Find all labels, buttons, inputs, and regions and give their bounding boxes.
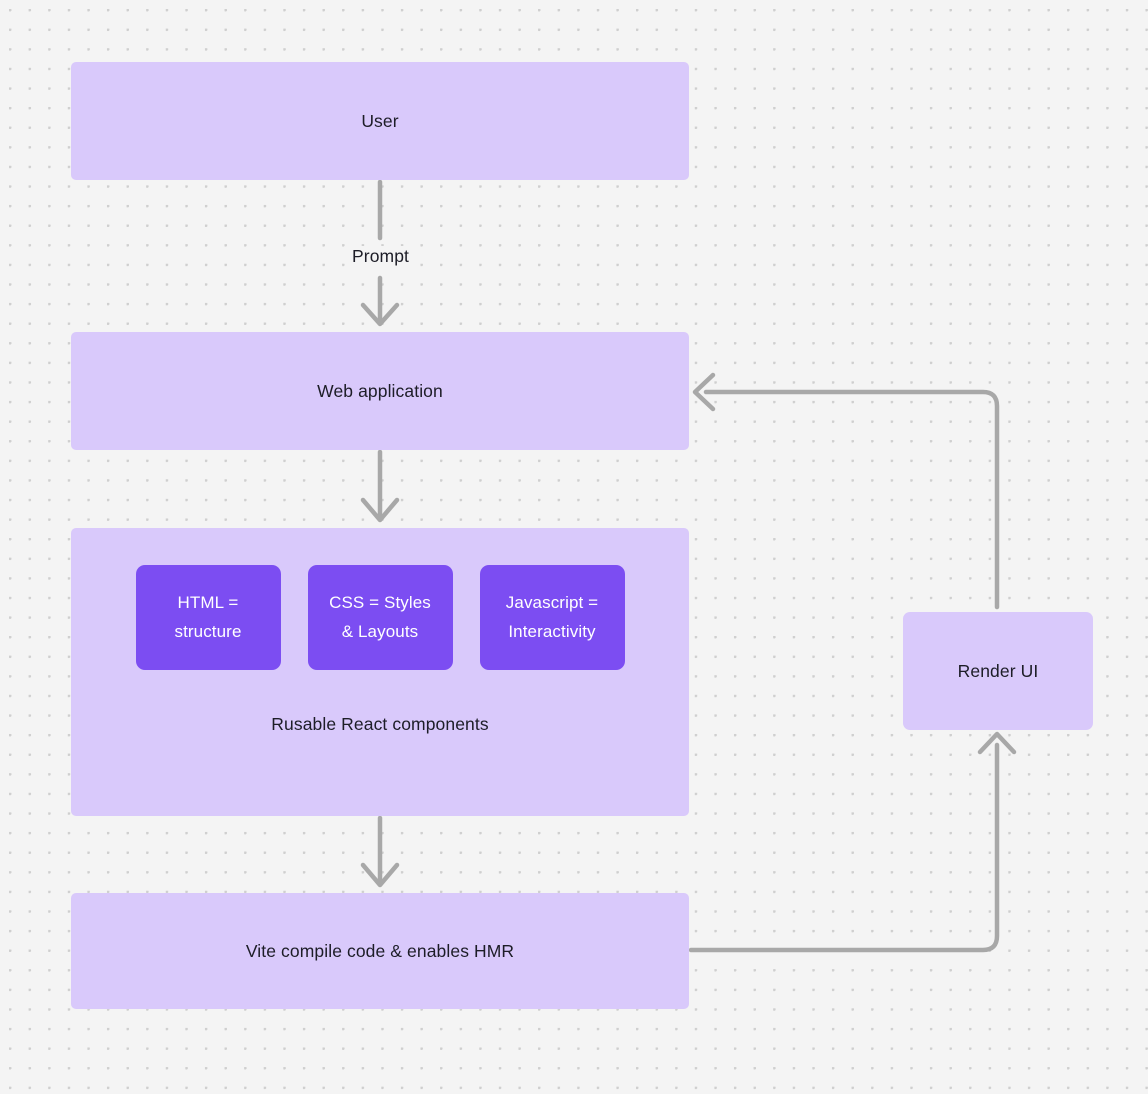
subnode-html[interactable]: HTML = structure: [135, 565, 281, 670]
subnode-css-label: CSS = Styles & Layouts: [329, 589, 431, 647]
subnode-html-line1: HTML =: [177, 592, 239, 612]
subnode-row: HTML = structure CSS = Styles & Layouts …: [71, 565, 689, 670]
subnode-javascript-line2: Interactivity: [508, 621, 596, 641]
subnode-html-line2: structure: [174, 621, 242, 641]
subnode-javascript-label: Javascript = Interactivity: [506, 589, 598, 647]
arrowhead-up-into-render-ui: [977, 731, 1017, 755]
arrowhead-down-into-vite: [360, 862, 400, 888]
edge-label-prompt: Prompt: [345, 246, 417, 267]
node-components-caption: Rusable React components: [271, 714, 489, 734]
subnode-javascript[interactable]: Javascript = Interactivity: [479, 565, 625, 670]
node-user[interactable]: User: [71, 62, 689, 180]
node-user-label: User: [361, 110, 399, 131]
edge-vite-to-render-ui: [688, 742, 1000, 953]
node-vite-label: Vite compile code & enables HMR: [245, 940, 515, 961]
node-render-ui-label: Render UI: [957, 660, 1039, 681]
node-vite[interactable]: Vite compile code & enables HMR: [71, 893, 689, 1009]
arrowhead-down-into-components: [360, 497, 400, 523]
subnode-css-line1: CSS = Styles: [329, 592, 431, 612]
arrowhead-left-into-web-application: [692, 372, 716, 412]
subnode-css[interactable]: CSS = Styles & Layouts: [307, 565, 453, 670]
node-web-application[interactable]: Web application: [71, 332, 689, 450]
node-web-application-label: Web application: [317, 380, 443, 401]
arrowhead-down-into-web-application: [360, 302, 400, 327]
edge-render-ui-to-web-application: [703, 389, 1000, 610]
subnode-javascript-line1: Javascript =: [505, 592, 599, 612]
subnode-css-line2: & Layouts: [341, 621, 419, 641]
node-components-group[interactable]: HTML = structure CSS = Styles & Layouts …: [71, 528, 689, 816]
subnode-html-label: HTML = structure: [174, 589, 241, 647]
node-render-ui[interactable]: Render UI: [903, 612, 1093, 730]
